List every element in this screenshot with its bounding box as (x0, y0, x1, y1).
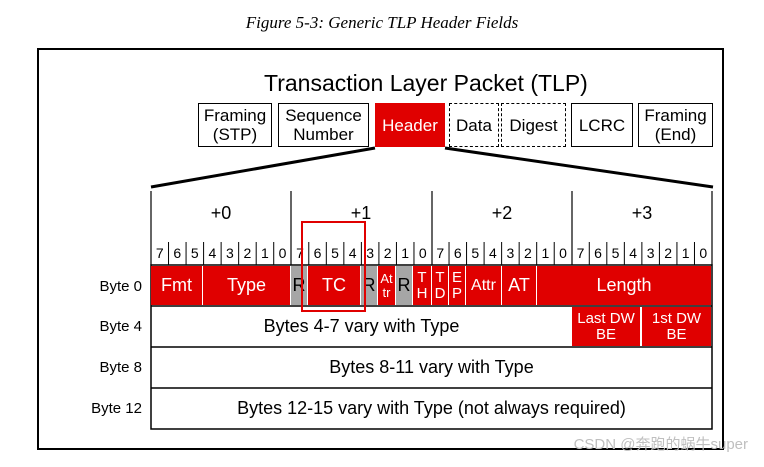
field-type: Type (203, 266, 291, 305)
bit-label: 4 (629, 245, 637, 261)
bit-label: 6 (313, 245, 322, 261)
byte4-text: Bytes 4-7 vary with Type (263, 316, 460, 336)
bit-label: 3 (506, 245, 515, 261)
tlp-title: Transaction Layer Packet (TLP) (264, 70, 588, 96)
byte12-text: Bytes 12-15 vary with Type (not always r… (237, 398, 626, 418)
bit-label: 7 (436, 245, 445, 261)
bit-label: 3 (366, 245, 375, 261)
byte-offset-plus3: +3 (631, 203, 653, 223)
packet-part-sequence-number: Sequence Number (278, 103, 369, 147)
bit-label: 5 (611, 245, 620, 261)
packet-part-data: Data (449, 103, 499, 147)
field-at: AT (502, 266, 537, 305)
bit-label: 1 (681, 245, 690, 261)
bit-label: 4 (488, 245, 497, 261)
bit-label: 2 (383, 245, 392, 261)
field-tc: TC (308, 266, 361, 305)
packet-part-framing-stp: Framing (STP) (198, 103, 272, 147)
bit-label: 6 (594, 245, 602, 261)
field-ep: E P (449, 266, 466, 305)
bit-label: 5 (471, 245, 480, 261)
row-label-byte12: Byte 12 (91, 400, 142, 417)
packet-part-digest: Digest (501, 103, 566, 147)
diagram-frame (37, 48, 724, 450)
row-label-byte4: Byte 4 (99, 318, 142, 335)
bit-label: 7 (576, 245, 585, 261)
bit-label: 7 (296, 245, 304, 261)
field-td: T D (432, 266, 449, 305)
byte-offset-plus0: +0 (210, 203, 232, 223)
bit-label: 6 (173, 245, 182, 261)
bit-label: 3 (225, 245, 234, 261)
bit-label: 5 (331, 245, 339, 261)
bit-label: 3 (646, 245, 655, 261)
field-fmt: Fmt (151, 266, 203, 305)
bit-label: 7 (155, 245, 164, 261)
field-reserved-3: R (396, 266, 413, 305)
field-last-dw-be: Last DW BE (572, 307, 641, 346)
field-th: T H (413, 266, 432, 305)
bit-label: 2 (664, 245, 673, 261)
bit-label: 5 (190, 245, 199, 261)
bit-label: 6 (453, 245, 462, 261)
bit-label: 0 (559, 245, 567, 261)
byte-offset-plus1: +1 (350, 203, 372, 223)
bit-label: 0 (699, 245, 708, 261)
packet-part-header: Header (375, 103, 445, 147)
bit-label: 1 (401, 245, 410, 261)
field-attr: Attr (466, 266, 502, 305)
packet-part-framing-end: Framing (End) (638, 103, 713, 147)
bit-label: 0 (418, 245, 427, 261)
packet-part-lcrc: LCRC (571, 103, 633, 147)
bit-label: 2 (243, 245, 252, 261)
bit-label: 2 (524, 245, 532, 261)
expansion-line-left (150, 146, 376, 189)
bit-label: 1 (261, 245, 269, 261)
watermark: CSDN @奔跑的蜗牛super (573, 436, 748, 453)
bit-label: 1 (541, 245, 550, 261)
field-length: Length (537, 266, 711, 305)
tc-highlight-box (301, 221, 366, 312)
figure-caption: Figure 5-3: Generic TLP Header Fields (245, 13, 519, 32)
bit-label: 0 (278, 245, 287, 261)
bit-label: 4 (348, 245, 357, 261)
bit-label: 4 (208, 245, 217, 261)
expansion-line-right (444, 146, 714, 189)
byte8-text: Bytes 8-11 vary with Type (329, 357, 534, 377)
field-attr-bit: At tr (378, 266, 396, 305)
row-label-byte8: Byte 8 (99, 359, 142, 376)
row-label-byte0: Byte 0 (99, 278, 142, 295)
field-first-dw-be: 1st DW BE (642, 307, 711, 346)
byte-offset-plus2: +2 (491, 203, 513, 223)
